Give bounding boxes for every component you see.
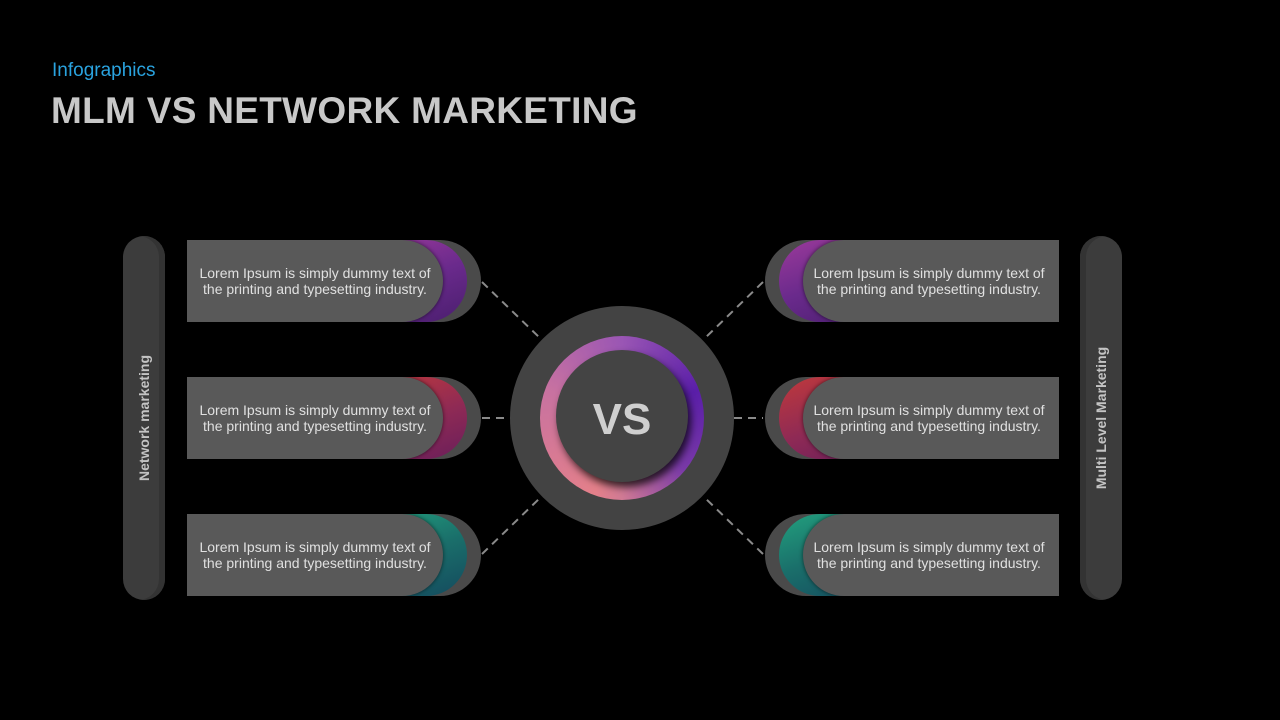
right-card-3: Lorem Ipsum is simply dummy text of the …: [765, 514, 1059, 596]
vs-label: VS: [592, 395, 652, 444]
connector-right-bottom: [702, 495, 764, 555]
left-category-label: Network marketing: [136, 354, 152, 482]
card-text: Lorem Ipsum is simply dummy text of the …: [813, 265, 1045, 297]
left-card-3: Lorem Ipsum is simply dummy text of the …: [187, 514, 481, 596]
card-face: [803, 240, 1059, 322]
right-card-2: Lorem Ipsum is simply dummy text of the …: [765, 377, 1059, 459]
left-card-2: Lorem Ipsum is simply dummy text of the …: [187, 377, 481, 459]
card-face: [187, 377, 443, 459]
card-face: [803, 514, 1059, 596]
vs-inner-circle: VS: [556, 350, 688, 482]
right-card-1: Lorem Ipsum is simply dummy text of the …: [765, 240, 1059, 322]
connector-left-bottom: [481, 495, 543, 555]
card-face: [187, 240, 443, 322]
slide-title: MLM VS NETWORK MARKETING: [51, 90, 638, 131]
connector-left-top: [481, 281, 543, 341]
card-face: [187, 514, 443, 596]
right-category-bar: Multi Level Marketing: [1080, 236, 1122, 600]
card-text: Lorem Ipsum is simply dummy text of the …: [199, 265, 431, 297]
left-card-1: Lorem Ipsum is simply dummy text of the …: [187, 240, 481, 322]
left-category-bar: Network marketing: [123, 236, 165, 600]
card-face: [803, 377, 1059, 459]
right-category-label: Multi Level Marketing: [1093, 346, 1109, 490]
slide-subtitle: Infographics: [52, 60, 156, 81]
card-text: Lorem Ipsum is simply dummy text of the …: [813, 539, 1045, 571]
card-text: Lorem Ipsum is simply dummy text of the …: [199, 402, 431, 434]
connector-right-top: [702, 281, 764, 341]
card-text: Lorem Ipsum is simply dummy text of the …: [199, 539, 431, 571]
card-text: Lorem Ipsum is simply dummy text of the …: [813, 402, 1045, 434]
